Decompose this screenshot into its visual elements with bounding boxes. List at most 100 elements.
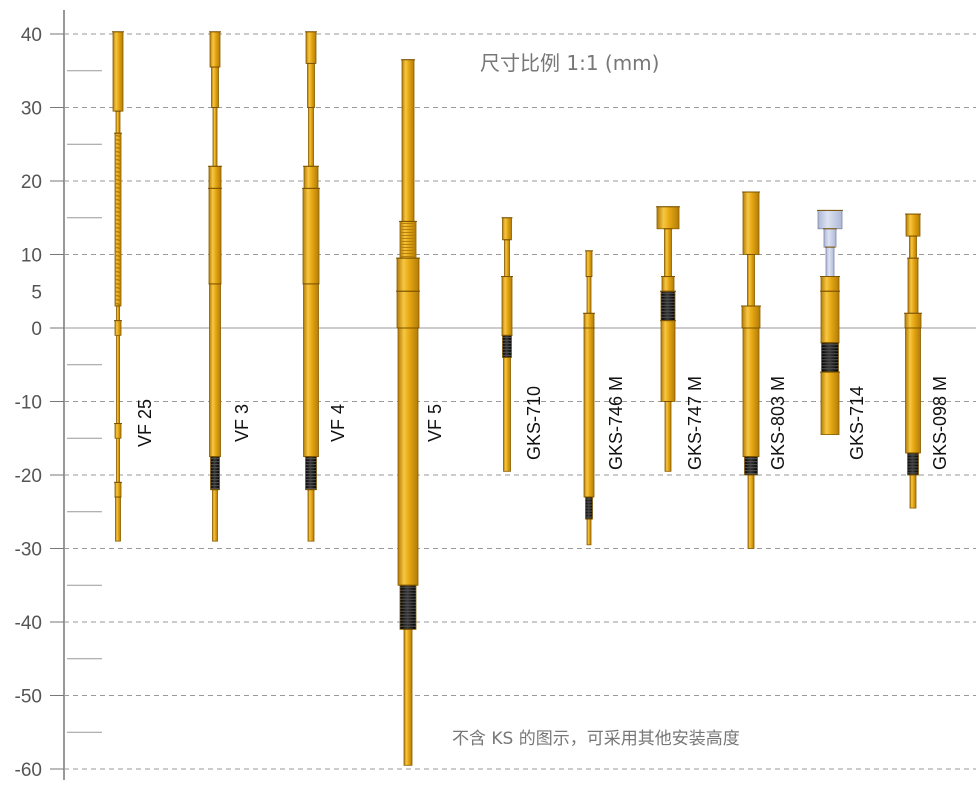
probe-layer: VF 25 VF 3 VF 4 VF 5 GKS-710 GKS-746 M GKS-747…: [112, 31, 950, 766]
footnote: 不含 KS 的图示，可采用其他安装高度: [452, 729, 740, 749]
tick-label: -40: [15, 613, 42, 634]
probe-segment: [209, 31, 221, 68]
tick-label: -20: [15, 466, 42, 487]
spring-coil: [114, 194, 122, 198]
probe-label: GKS-714: [847, 386, 867, 460]
probe-segment: [399, 584, 417, 630]
spring-coil: [114, 290, 122, 294]
probe-gks-098-m: [904, 213, 922, 509]
probe-segment: [907, 257, 919, 314]
probe-segment: [664, 401, 672, 472]
probe-segment: [114, 481, 122, 498]
probe-segment: [307, 489, 315, 542]
tick-label: -60: [15, 760, 42, 781]
probe-label: GKS-747 M: [685, 376, 705, 470]
tick-label: -30: [15, 540, 42, 561]
spring-coil: [114, 282, 122, 286]
spring-coil: [114, 190, 122, 194]
spring-coil: [114, 242, 122, 246]
probe-segment: [742, 327, 760, 458]
probe-vf-5: [396, 59, 420, 766]
probe-segment: [212, 107, 218, 167]
probe-segment: [502, 217, 512, 241]
probe-segment: [401, 59, 415, 222]
spring-coil: [114, 278, 122, 282]
spring-coil: [114, 234, 122, 238]
spring-coil: [114, 266, 122, 270]
probe-segment: [208, 187, 222, 285]
tick-label: 0: [31, 319, 42, 340]
spring-coil: [114, 294, 122, 298]
probe-segment: [115, 110, 121, 134]
probe-segment: [661, 276, 675, 292]
probe-gks-747-m: [656, 206, 680, 472]
spring-coil: [114, 158, 122, 162]
spring-coil: [114, 238, 122, 242]
probe-vf-25: [112, 31, 124, 542]
spring-coil: [114, 138, 122, 142]
probe-segment: [583, 312, 595, 329]
spring-coil: [114, 226, 122, 230]
probe-label: VF 3: [232, 404, 252, 442]
tick-label: 10: [21, 246, 42, 267]
spring-coil: [114, 246, 122, 250]
probe-segment: [303, 165, 319, 189]
spring-coil: [114, 178, 122, 182]
spring-coil: [114, 298, 122, 302]
probe-segment: [403, 628, 413, 766]
probe-segment: [660, 290, 676, 322]
probe-gks-803-m: [741, 191, 761, 549]
probe-segment: [208, 165, 222, 189]
probe-gks-746-m: [583, 250, 595, 546]
probe-segment: [211, 66, 219, 108]
probe-segment: [302, 187, 320, 285]
probe-segment: [501, 276, 513, 336]
probe-segment: [905, 213, 921, 237]
probe-segment: [504, 239, 510, 277]
probe-vf-3: [208, 31, 222, 542]
spring-coil: [114, 302, 122, 306]
probe-segment: [905, 327, 921, 454]
tick-label: 20: [21, 172, 42, 193]
probe-segment: [660, 320, 676, 402]
spring-coil: [114, 170, 122, 174]
spring-coil: [114, 174, 122, 178]
probe-segment: [397, 327, 419, 586]
tick-label-5: 5: [31, 282, 42, 303]
probe-segment: [396, 290, 420, 329]
probe-label: VF 5: [425, 404, 445, 442]
spring-coil: [114, 274, 122, 278]
probe-gks-714: [817, 209, 843, 435]
probe-segment: [585, 250, 593, 277]
probe-segment: [820, 276, 840, 292]
probe-segment: [825, 246, 835, 277]
probe-vf-4: [302, 31, 320, 542]
spring-coil: [114, 142, 122, 146]
spring-coil: [114, 202, 122, 206]
probe-label: VF 25: [135, 399, 155, 447]
spring-coil: [114, 218, 122, 222]
probe-label: GKS-746 M: [606, 376, 626, 470]
probe-segment: [503, 356, 511, 472]
spring-coil: [114, 186, 122, 190]
probe-segment: [399, 221, 417, 259]
probe-segment: [308, 107, 314, 167]
probe-segment: [212, 489, 218, 542]
probe-label: VF 4: [328, 404, 348, 442]
spring-coil: [114, 270, 122, 274]
probe-label: GKS-098 M: [930, 376, 950, 470]
spring-coil: [114, 166, 122, 170]
probe-label: GKS-710: [524, 386, 544, 460]
spring-coil: [114, 162, 122, 166]
spring-coil: [114, 254, 122, 258]
probe-gks-710: [501, 217, 513, 472]
tick-label: 30: [21, 99, 42, 120]
probe-segment: [823, 228, 837, 248]
spring-coil: [114, 210, 122, 214]
tick-label: -10: [15, 393, 42, 414]
tick-label: 40: [21, 25, 42, 46]
probe-segment: [821, 342, 839, 373]
spring-coil: [114, 150, 122, 154]
probe-segment: [586, 276, 592, 314]
